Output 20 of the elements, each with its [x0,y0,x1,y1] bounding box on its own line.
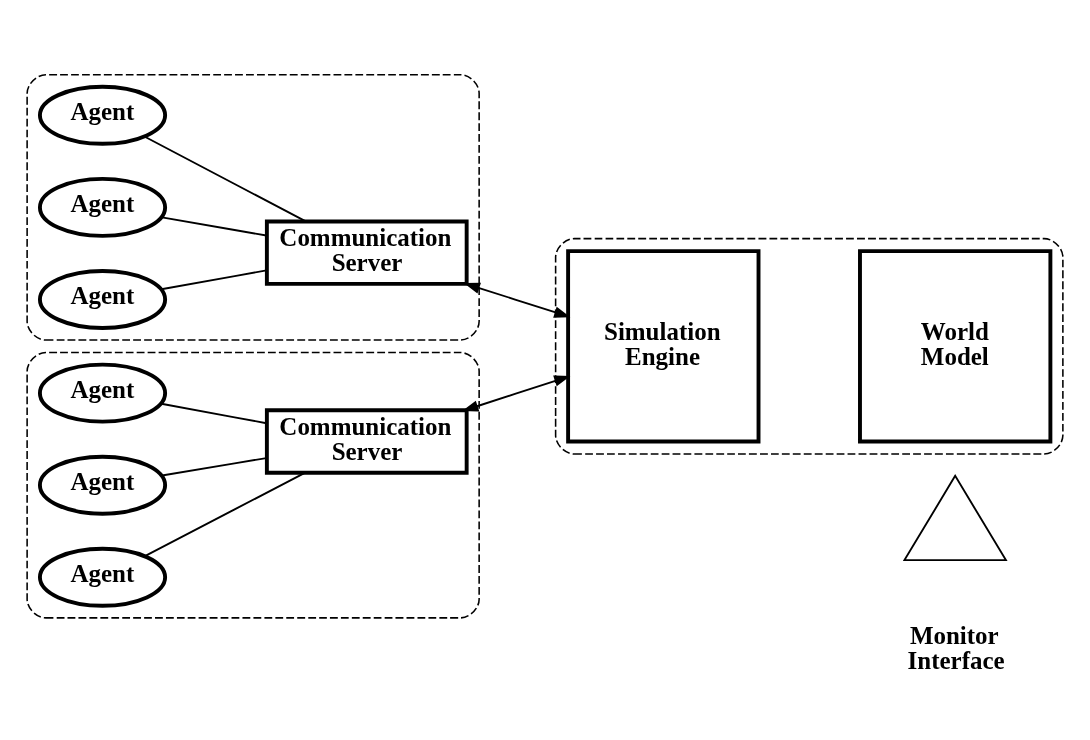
connector [143,471,306,557]
node-ellipse: Agent [37,454,168,516]
connector [161,216,268,236]
connector [160,402,268,424]
node-ellipse: Agent [37,268,168,330]
node-box: Simulation Engine [566,248,761,443]
node-box: Communication Server [264,407,469,475]
connector [143,135,307,222]
connector [160,268,268,290]
arrow [462,375,571,411]
node-ellipse: Agent [37,362,168,424]
arrow [463,282,571,318]
node-ellipse: Agent [37,546,168,608]
node-box: Communication Server [264,219,469,286]
node-triangle [902,473,1008,561]
connector [161,456,268,476]
node-box: World Model [858,248,1053,443]
node-label: Monitor Interface [907,621,1005,674]
node-ellipse: Agent [37,84,168,146]
node-ellipse: Agent [37,176,168,238]
